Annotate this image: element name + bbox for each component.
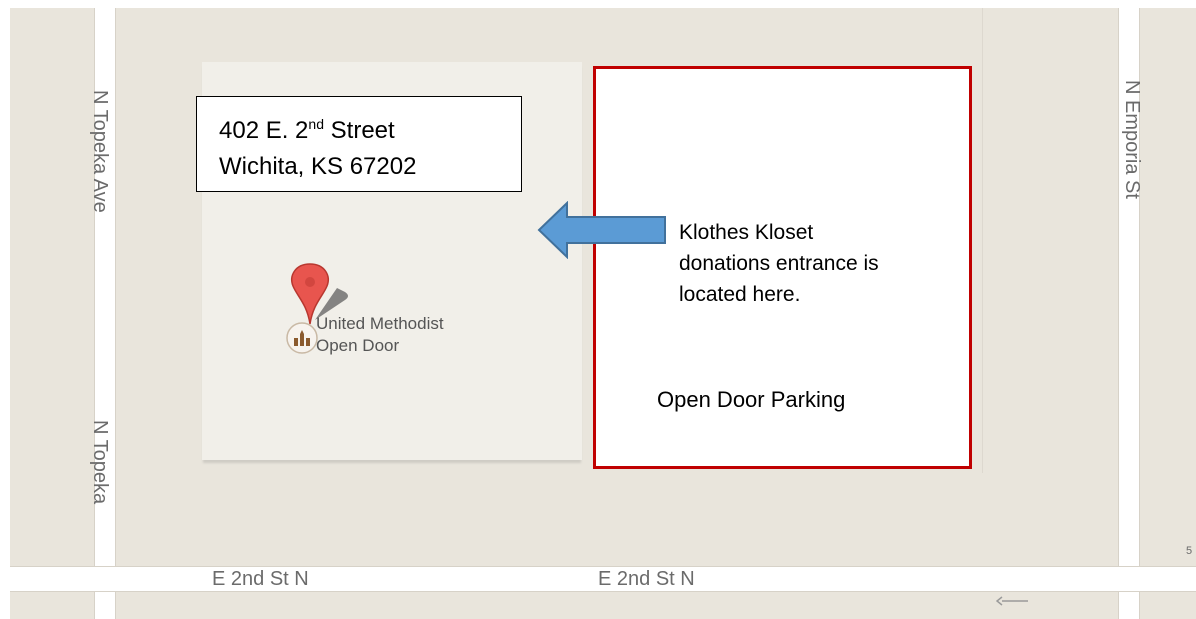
- left-arrow-icon: [537, 201, 666, 259]
- address-box: 402 E. 2nd Street Wichita, KS 67202: [196, 96, 522, 192]
- poi-name-line1: United Methodist: [316, 314, 444, 333]
- road-n-topeka-ave: [94, 8, 116, 619]
- church-icon: [286, 322, 318, 354]
- road-e-2nd-st-n: [10, 566, 1196, 592]
- map-marker-icon[interactable]: [285, 262, 365, 342]
- street-label-n-emporia-st: N Emporia St: [1121, 80, 1143, 199]
- poi-name-line2: Open Door: [316, 336, 400, 355]
- one-way-arrow-icon: [996, 596, 1028, 606]
- callout-line1: Klothes Kloset: [679, 221, 814, 244]
- street-label-e-2nd-st-n-left: E 2nd St N: [212, 568, 309, 590]
- callout-text: Klothes Kloset donations entrance is loc…: [679, 217, 959, 310]
- callout-line3: located here.: [679, 283, 801, 306]
- parking-area-box: [593, 66, 972, 469]
- callout-line2: donations entrance is: [679, 252, 879, 275]
- map-edge-number: 5: [1186, 545, 1193, 557]
- parking-label: Open Door Parking: [657, 387, 846, 412]
- street-label-n-topeka-ave: N Topeka Ave: [89, 90, 111, 213]
- address-line1: 402 E. 2nd Street: [219, 116, 395, 144]
- street-label-n-topeka: N Topeka: [89, 420, 111, 505]
- address-line2: Wichita, KS 67202: [219, 153, 417, 180]
- road-n-emporia-st: [1118, 8, 1140, 619]
- grid-line: [982, 8, 983, 473]
- street-label-e-2nd-st-n-right: E 2nd St N: [598, 568, 695, 590]
- poi-label[interactable]: United Methodist Open Door: [316, 313, 444, 357]
